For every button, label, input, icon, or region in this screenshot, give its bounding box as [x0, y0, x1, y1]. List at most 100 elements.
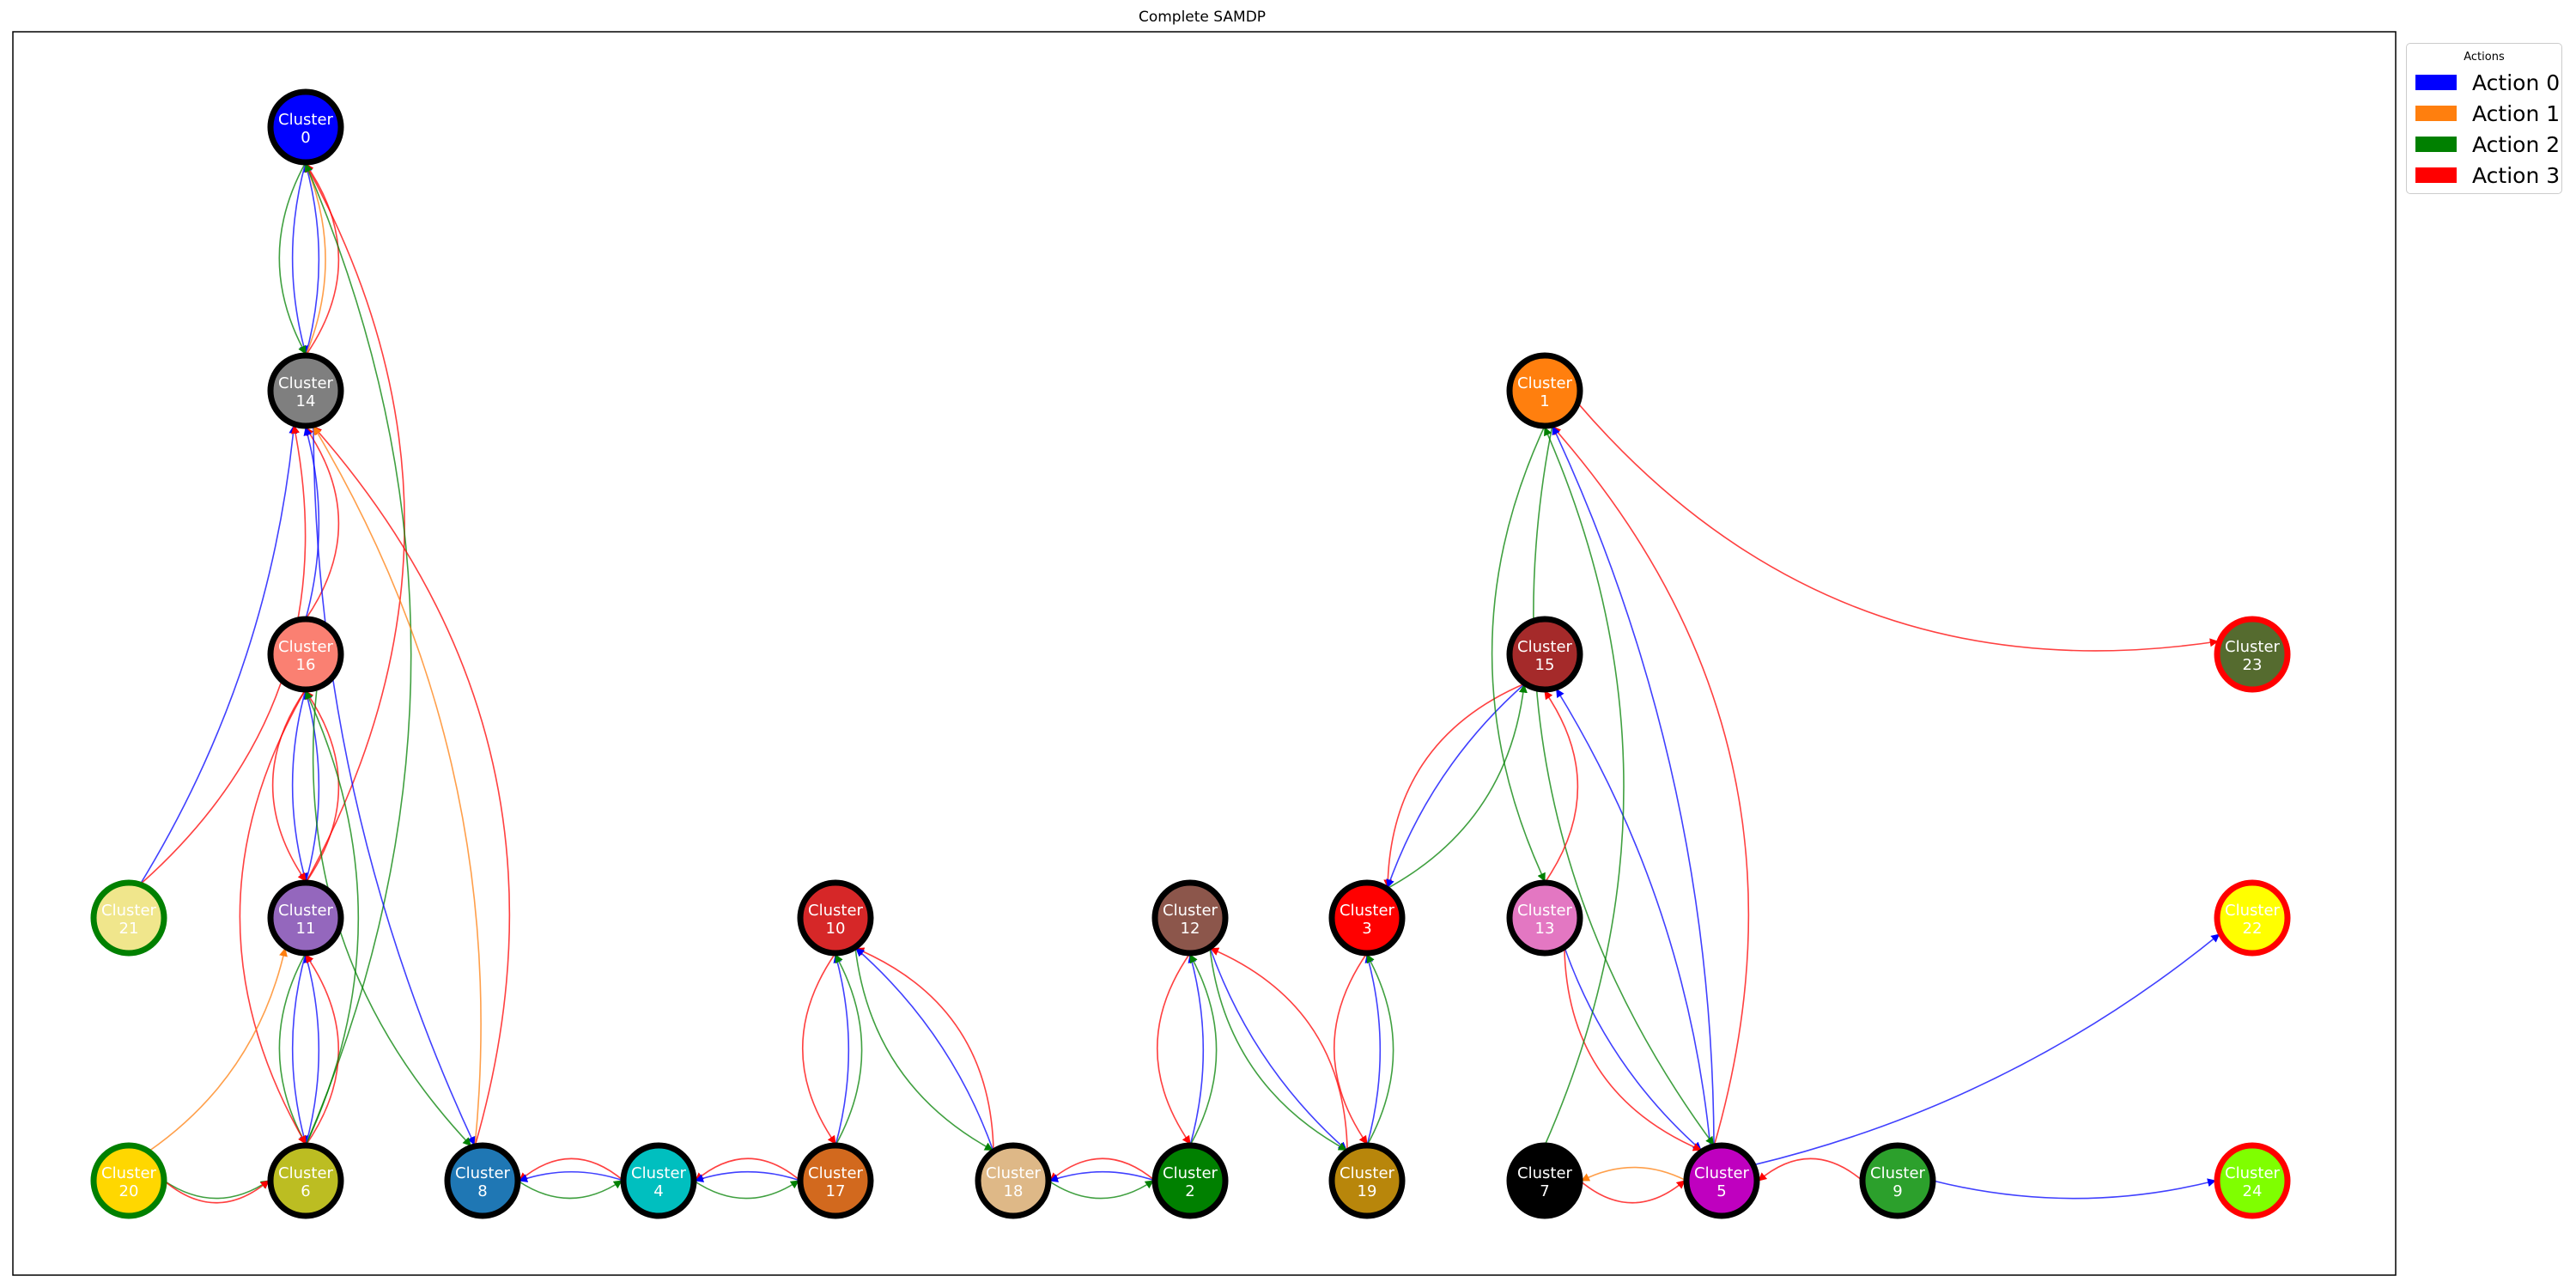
edge-14-to-0-action-3: [305, 163, 340, 356]
legend-label: Action 1: [2472, 100, 2561, 126]
edge-14-to-8-action-0: [313, 425, 476, 1145]
legend-swatch: [2415, 167, 2457, 183]
node-circle: [90, 1142, 167, 1219]
edge-14-to-0-action-1: [304, 163, 326, 356]
node-circle: [2214, 1142, 2291, 1219]
node-circle: [1506, 616, 1583, 693]
node-circle: [1506, 1142, 1583, 1219]
edge-15-to-3-action-3: [1383, 683, 1526, 889]
edge-7-to-5-action-3: [1579, 1180, 1686, 1204]
plot-frame: [12, 31, 2397, 1276]
node-circle: [444, 1142, 521, 1219]
node-circle: [797, 1142, 874, 1219]
legend-item-action-3: Action 3: [2415, 162, 2560, 188]
edge-16-to-8-action-2: [312, 687, 471, 1146]
edge-2-to-18-action-0: [1049, 1170, 1156, 1182]
node-circle: [1151, 879, 1229, 957]
node-circle: [1683, 1142, 1760, 1219]
edge-8-to-14-action-1: [313, 426, 482, 1147]
node-circle: [1328, 879, 1406, 957]
edge-6-to-0-action-2: [304, 163, 412, 1146]
edge-9-to-5-action-3: [1758, 1157, 1863, 1182]
edge-0-to-14-action-0: [291, 161, 308, 355]
edge-2-to-18-action-3: [1049, 1157, 1156, 1182]
edge-17-to-10-action-0: [833, 954, 850, 1146]
node-circle: [2214, 879, 2291, 957]
edge-1-to-23-action-3: [1577, 402, 2219, 652]
edge-8-to-4-action-2: [517, 1180, 623, 1200]
edge-19-to-3-action-0: [1364, 954, 1382, 1146]
legend-item-action-1: Action 1: [2415, 100, 2560, 126]
edge-11-to-6-action-2: [278, 952, 307, 1145]
edge-16-to-14-action-0: [303, 427, 320, 620]
edge-10-to-17-action-3: [801, 952, 836, 1145]
node-circle: [620, 1142, 697, 1219]
edge-19-to-12-action-3: [1210, 947, 1348, 1152]
edge-18-to-10-action-0: [855, 947, 994, 1152]
edge-19-to-3-action-2: [1366, 954, 1394, 1146]
edge-4-to-8-action-0: [519, 1170, 624, 1182]
edge-20-to-11-action-1: [148, 947, 288, 1152]
edge-8-to-14-action-3: [313, 426, 511, 1147]
edge-6-to-11-action-3: [305, 954, 340, 1146]
legend: Actions Action 0 Action 1 Action 2 Actio…: [2406, 43, 2562, 194]
edge-7-to-1-action-2: [1544, 427, 1625, 1146]
legend-swatch: [2415, 137, 2457, 152]
edge-4-to-17-action-2: [693, 1180, 799, 1200]
edge-2-to-12-action-0: [1188, 954, 1205, 1146]
edge-6-to-11-action-0: [303, 954, 320, 1146]
legend-item-action-2: Action 2: [2415, 131, 2560, 157]
node-circle: [797, 879, 874, 957]
node-circle: [1506, 879, 1583, 957]
edge-17-to-10-action-2: [835, 954, 863, 1146]
legend-label: Action 2: [2472, 131, 2561, 157]
edge-6-to-16-action-2: [305, 690, 360, 1146]
legend-swatch: [2415, 106, 2457, 121]
edge-4-to-8-action-3: [519, 1157, 624, 1182]
legend-title: Actions: [2464, 51, 2505, 64]
edge-15-to-3-action-0: [1386, 683, 1526, 889]
edge-5-to-22-action-0: [1753, 933, 2221, 1166]
edge-16-to-6-action-3: [239, 689, 307, 1145]
node-circle: [1859, 1142, 1936, 1219]
edge-1-to-13-action-2: [1491, 425, 1546, 882]
edge-1-to-5-action-2: [1533, 424, 1715, 1145]
edge-17-to-4-action-3: [695, 1157, 801, 1182]
edge-16-to-14-action-3: [305, 427, 340, 620]
edge-12-to-19-action-0: [1209, 946, 1347, 1151]
node-circle: [267, 879, 344, 957]
edge-12-to-19-action-2: [1209, 946, 1347, 1151]
node-circle: [975, 1142, 1052, 1219]
edge-11-to-0-action-3: [305, 163, 405, 884]
